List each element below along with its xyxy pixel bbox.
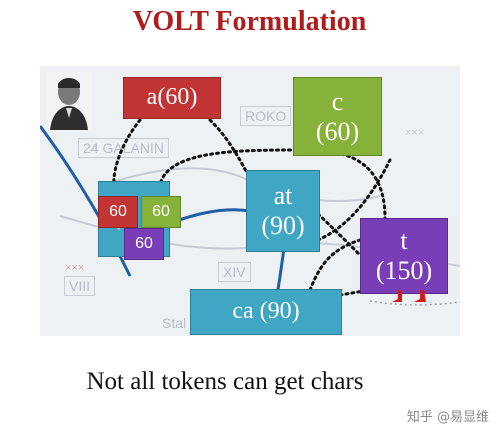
node-cluster-red: 60 bbox=[98, 196, 138, 228]
connector-at-t bbox=[316, 212, 362, 257]
node-cluster-green: 60 bbox=[141, 196, 181, 228]
node-cluster-purple: 60 bbox=[124, 228, 164, 260]
svg-text:×××: ××× bbox=[405, 127, 424, 139]
connector-ca-t bbox=[308, 238, 362, 292]
node-at-label: at bbox=[273, 181, 293, 211]
connector-cluster-c bbox=[157, 148, 302, 202]
node-at: at (90) bbox=[246, 170, 320, 252]
connector-at-c bbox=[316, 158, 392, 242]
portrait-image bbox=[46, 72, 92, 130]
node-ca: ca (90) bbox=[190, 289, 342, 335]
node-a: a(60) bbox=[123, 77, 221, 119]
node-at-count: (90) bbox=[261, 211, 305, 240]
map-label-viii: VIII bbox=[64, 276, 96, 296]
node-c-count: (60) bbox=[315, 116, 360, 146]
node-c: c (60) bbox=[293, 77, 382, 156]
map-label-xiv: XIV bbox=[218, 262, 251, 282]
node-t: t (150) bbox=[360, 218, 448, 294]
node-t-count: (150) bbox=[375, 256, 433, 285]
svg-text:×××: ××× bbox=[65, 262, 84, 274]
character-legs-icon bbox=[392, 290, 426, 302]
node-t-label: t bbox=[400, 226, 408, 256]
slide-caption: Not all tokens can get chars bbox=[86, 368, 364, 395]
node-c-label: c bbox=[331, 86, 344, 116]
slide-title: VOLT Formulation bbox=[132, 6, 367, 37]
connector-a-at bbox=[208, 118, 250, 177]
map-label-stal: Stal bbox=[162, 315, 187, 331]
watermark: 知乎 @易显维 bbox=[406, 410, 489, 425]
map-label-roko: ROKO bbox=[240, 106, 292, 126]
